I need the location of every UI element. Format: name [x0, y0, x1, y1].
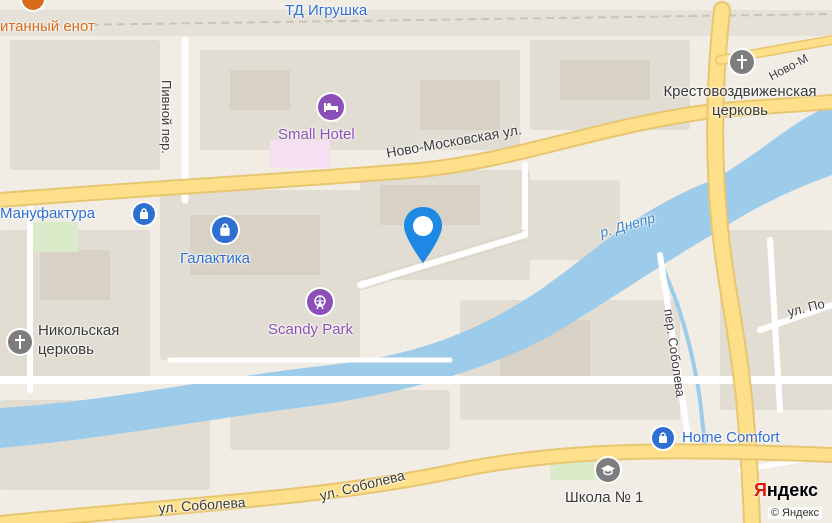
yandex-logo[interactable]: Яндекс [753, 480, 818, 500]
poi-label-shkola[interactable]: Школа № 1 [565, 489, 644, 506]
poi-label-enot[interactable]: итанный енот [0, 18, 95, 35]
poi-label-small-hotel[interactable]: Small Hotel [278, 126, 355, 143]
shopping-bag-icon[interactable] [652, 427, 674, 449]
local-streets [0, 36, 832, 473]
bed-icon[interactable] [318, 94, 344, 120]
ferris-wheel-icon[interactable] [307, 289, 333, 315]
poi-label-nikolskaya[interactable]: Никольская церковь [38, 322, 120, 358]
street-label-pivnoy: Пивной пер. [159, 80, 174, 154]
location-pin-icon[interactable] [401, 205, 445, 269]
poi-label-scandy-park[interactable]: Scandy Park [268, 321, 354, 338]
shopping-bag-icon[interactable] [133, 203, 155, 225]
shopping-bag-icon[interactable] [212, 217, 238, 243]
poi-label-home-comfort[interactable]: Home Comfort [682, 429, 780, 446]
poi-label-td-igrushka[interactable]: ТД Игрушка [285, 2, 368, 19]
railway-track [0, 13, 832, 27]
street-outlines [359, 229, 526, 291]
poi-label-manufaktura[interactable]: Мануфактура [0, 205, 96, 222]
poi-label-krestovozdvizhenskaya[interactable]: Крестовоздвиженская церковь [663, 83, 817, 119]
green-area [28, 222, 78, 252]
cross-icon[interactable] [730, 50, 754, 74]
railway [0, 10, 832, 36]
cross-icon[interactable] [8, 330, 32, 354]
graduation-cap-icon[interactable] [596, 458, 620, 482]
pink-area [270, 140, 330, 168]
copyright-notice[interactable]: © Яндекс [767, 507, 822, 519]
poi-label-galaktika[interactable]: Галактика [180, 250, 250, 267]
restaurant-marker-icon[interactable] [22, 0, 44, 10]
